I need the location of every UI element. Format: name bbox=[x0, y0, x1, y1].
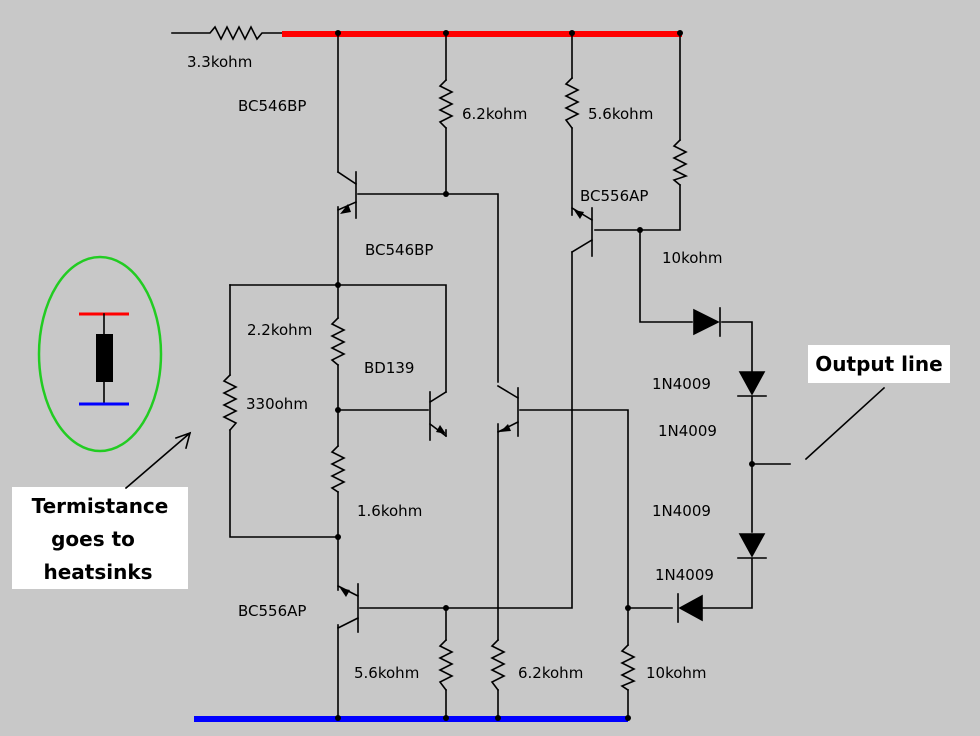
label-q-right-top: BC556AP bbox=[580, 187, 648, 205]
highlight-ring bbox=[37, 255, 163, 453]
thermistor-callout-line-2: goes to bbox=[51, 527, 135, 551]
diode-2 bbox=[737, 371, 767, 397]
resistor-330 bbox=[222, 373, 238, 432]
junction-dots bbox=[335, 30, 755, 721]
diode-1 bbox=[693, 307, 721, 337]
diode-4 bbox=[677, 593, 703, 623]
transistor-q1 bbox=[336, 170, 358, 219]
output-pointer-line bbox=[804, 386, 886, 461]
thermistor-callout: Termistance goes to heatsinks bbox=[12, 431, 192, 589]
thermistor-pointer-arrow bbox=[124, 431, 192, 490]
label-r-input: 3.3kohm bbox=[187, 53, 252, 71]
resistor-6-2k-bottom bbox=[490, 638, 506, 692]
thermistor-body bbox=[96, 334, 113, 382]
transistor-bottom bbox=[336, 583, 360, 633]
label-d3: 1N4009 bbox=[652, 502, 711, 520]
label-q-bottom: BC556AP bbox=[238, 602, 306, 620]
label-r-56-top: 5.6kohm bbox=[588, 105, 653, 123]
resistor-10k-top bbox=[672, 138, 689, 187]
label-q2: BC546BP bbox=[365, 241, 433, 259]
label-d1: 1N4009 bbox=[652, 375, 711, 393]
label-r-16: 1.6kohm bbox=[357, 502, 422, 520]
thermistor-callout-line-3: heatsinks bbox=[43, 560, 152, 584]
resistor-2-2k bbox=[330, 316, 346, 367]
resistor-10k-bottom bbox=[620, 643, 636, 692]
label-r-22: 2.2kohm bbox=[247, 321, 312, 339]
output-callout-text: Output line bbox=[815, 352, 942, 376]
label-r-10k-top: 10kohm bbox=[662, 249, 723, 267]
input-lead bbox=[171, 25, 283, 41]
label-d2: 1N4009 bbox=[658, 422, 717, 440]
wiring bbox=[229, 33, 791, 720]
label-q-bd139: BD139 bbox=[364, 359, 414, 377]
thermistor-callout-box bbox=[12, 487, 188, 589]
transistor-bd139 bbox=[428, 390, 448, 441]
resistor-5-6k-top bbox=[564, 76, 580, 130]
label-r-62-top: 6.2kohm bbox=[462, 105, 527, 123]
thermistor-callout-line-1: Termistance bbox=[32, 494, 169, 518]
resistor-6-2k-top bbox=[438, 78, 454, 130]
label-d4: 1N4009 bbox=[655, 566, 714, 584]
label-r-330: 330ohm bbox=[246, 395, 308, 413]
transistor-mid bbox=[496, 384, 520, 437]
label-r-56-bottom: 5.6kohm bbox=[354, 664, 419, 682]
diode-3 bbox=[737, 533, 767, 559]
resistor-5-6k-bottom bbox=[438, 638, 454, 692]
output-callout: Output line bbox=[804, 345, 950, 461]
label-r-10k-bottom: 10kohm bbox=[646, 664, 707, 682]
transistor-right-top bbox=[570, 206, 594, 257]
resistor-1-6k bbox=[330, 444, 346, 494]
label-r-62-bottom: 6.2kohm bbox=[518, 664, 583, 682]
thermistor-highlight bbox=[37, 255, 163, 453]
output-callout-box bbox=[808, 345, 950, 383]
label-q1: BC546BP bbox=[238, 97, 306, 115]
